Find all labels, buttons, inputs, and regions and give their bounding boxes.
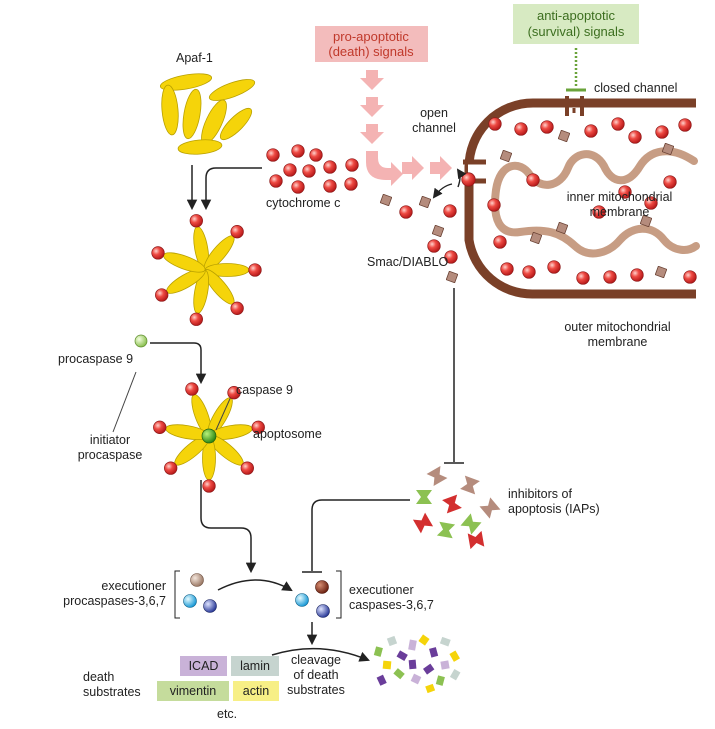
executioner-caspases bbox=[295, 570, 342, 619]
cytochrome-c-ball bbox=[240, 461, 254, 475]
apoptosome-label: apoptosome bbox=[253, 427, 322, 441]
open-channel-label-line-2: channel bbox=[412, 121, 456, 135]
assembly-arrows bbox=[186, 165, 262, 211]
cytochrome-c-ball bbox=[230, 225, 244, 239]
smac-inhibition bbox=[444, 288, 464, 464]
cytochrome-c-ball bbox=[185, 382, 199, 396]
anti-apoptotic-signal: anti-apoptotic (survival) signals bbox=[513, 4, 639, 92]
inner-membrane-label-line-1: inner mitochondrial bbox=[566, 190, 673, 204]
apaf1-cytochrome-complex bbox=[151, 214, 262, 326]
closed-channel-label: closed channel bbox=[594, 81, 678, 95]
death-substrates-line-1: death bbox=[83, 670, 115, 684]
pro-apoptotic-arrows bbox=[360, 70, 452, 186]
cytochrome-c-ball bbox=[189, 312, 203, 326]
cytochrome-c-label: cytochrome c bbox=[266, 196, 341, 210]
cleavage-line-1: cleavage bbox=[290, 653, 342, 667]
pro-apoptotic-signal: pro-apoptotic (death) signals bbox=[315, 26, 428, 62]
cleaved-fragments bbox=[373, 634, 461, 694]
anti-apoptotic-label-2: (survival) signals bbox=[528, 24, 625, 39]
cytochrome-c-ball bbox=[153, 420, 167, 434]
released-factors bbox=[380, 168, 476, 283]
cytochrome-c-ball bbox=[202, 479, 216, 493]
cytochrome-c-ball bbox=[251, 420, 265, 434]
iaps-label-line-1: inhibitors of bbox=[508, 487, 572, 501]
cleavage-line-3: substrates bbox=[287, 683, 345, 697]
etc-label: etc. bbox=[217, 707, 238, 721]
inner-membrane-label-line-2: membrane bbox=[589, 205, 650, 219]
procaspase9-path bbox=[112, 334, 207, 433]
cleavage-line-2: of death bbox=[293, 668, 339, 682]
iaps-label: inhibitors of apoptosis (IAPs) bbox=[508, 487, 600, 517]
cytochrome-c-ball bbox=[227, 386, 241, 400]
exec-pro-line-2: procaspases-3,6,7 bbox=[63, 594, 166, 608]
cytochrome-c-ball bbox=[155, 288, 169, 302]
mitochondrion bbox=[463, 96, 700, 299]
pro-apoptotic-label-1: pro-apoptotic bbox=[333, 29, 409, 44]
cytochrome-c-ball bbox=[230, 301, 244, 315]
cytochrome-c-ball bbox=[151, 246, 165, 260]
apaf1-label: Apaf-1 bbox=[176, 51, 213, 65]
initiator-label-line-1: initiator bbox=[89, 433, 131, 447]
death-substrates-label: death substrates bbox=[83, 670, 141, 700]
apoptosome bbox=[153, 382, 265, 493]
apoptosome-to-executioner-arrow bbox=[200, 480, 257, 574]
cleavage-arrow bbox=[271, 647, 370, 662]
open-channel-label: open channel bbox=[404, 106, 464, 136]
cleavage-label: cleavage of death substrates bbox=[276, 653, 356, 698]
outer-membrane-label-line-1: outer mitochondrial bbox=[564, 320, 671, 334]
activation-arrow bbox=[217, 579, 293, 592]
anti-apoptotic-label-1: anti-apoptotic bbox=[537, 8, 616, 23]
caspase9-label: caspase 9 bbox=[236, 383, 293, 397]
outer-membrane-label: outer mitochondrial membrane bbox=[545, 320, 690, 350]
cytochrome-c-ball bbox=[164, 461, 178, 475]
cytochrome-c-cluster bbox=[266, 144, 359, 194]
iaps-label-line-2: apoptosis (IAPs) bbox=[508, 502, 600, 516]
initiator-procaspase-label: initiator procaspase bbox=[70, 433, 150, 463]
procaspase9-label: procaspase 9 bbox=[58, 352, 134, 366]
caspase9-ball bbox=[201, 428, 217, 444]
exec-cas-line-2: caspases-3,6,7 bbox=[349, 598, 434, 612]
apaf1-monomers bbox=[159, 73, 256, 155]
outer-membrane-label-line-2: membrane bbox=[587, 335, 648, 349]
death-substrates-line-2: substrates bbox=[83, 685, 141, 699]
icad-chip: ICAD bbox=[180, 656, 227, 676]
iap-inhibition bbox=[302, 499, 410, 573]
cytochrome-c-ball bbox=[189, 214, 203, 228]
cytochrome-c-ball bbox=[248, 263, 262, 277]
iap-cluster bbox=[412, 465, 501, 550]
open-channel-label-line-1: open bbox=[420, 106, 448, 120]
executioner-procaspases-label: executioner procaspases-3,6,7 bbox=[38, 579, 166, 609]
smac-diablo-label: Smac/DIABLO bbox=[367, 255, 449, 269]
inner-membrane-label: inner mitochondrial membrane bbox=[547, 190, 692, 220]
initiator-label-line-2: procaspase bbox=[77, 448, 143, 462]
executioner-caspases-label: executioner caspases-3,6,7 bbox=[349, 583, 434, 613]
pro-apoptotic-label-2: (death) signals bbox=[328, 44, 414, 59]
exec-pro-line-1: executioner bbox=[101, 579, 166, 593]
executioner-procaspases bbox=[174, 570, 217, 619]
lamin-chip: lamin bbox=[231, 656, 279, 676]
procaspase9-ball bbox=[134, 334, 148, 348]
exec-cas-line-1: executioner bbox=[349, 583, 414, 597]
vimentin-chip: vimentin bbox=[157, 681, 229, 701]
actin-chip: actin bbox=[233, 681, 279, 701]
